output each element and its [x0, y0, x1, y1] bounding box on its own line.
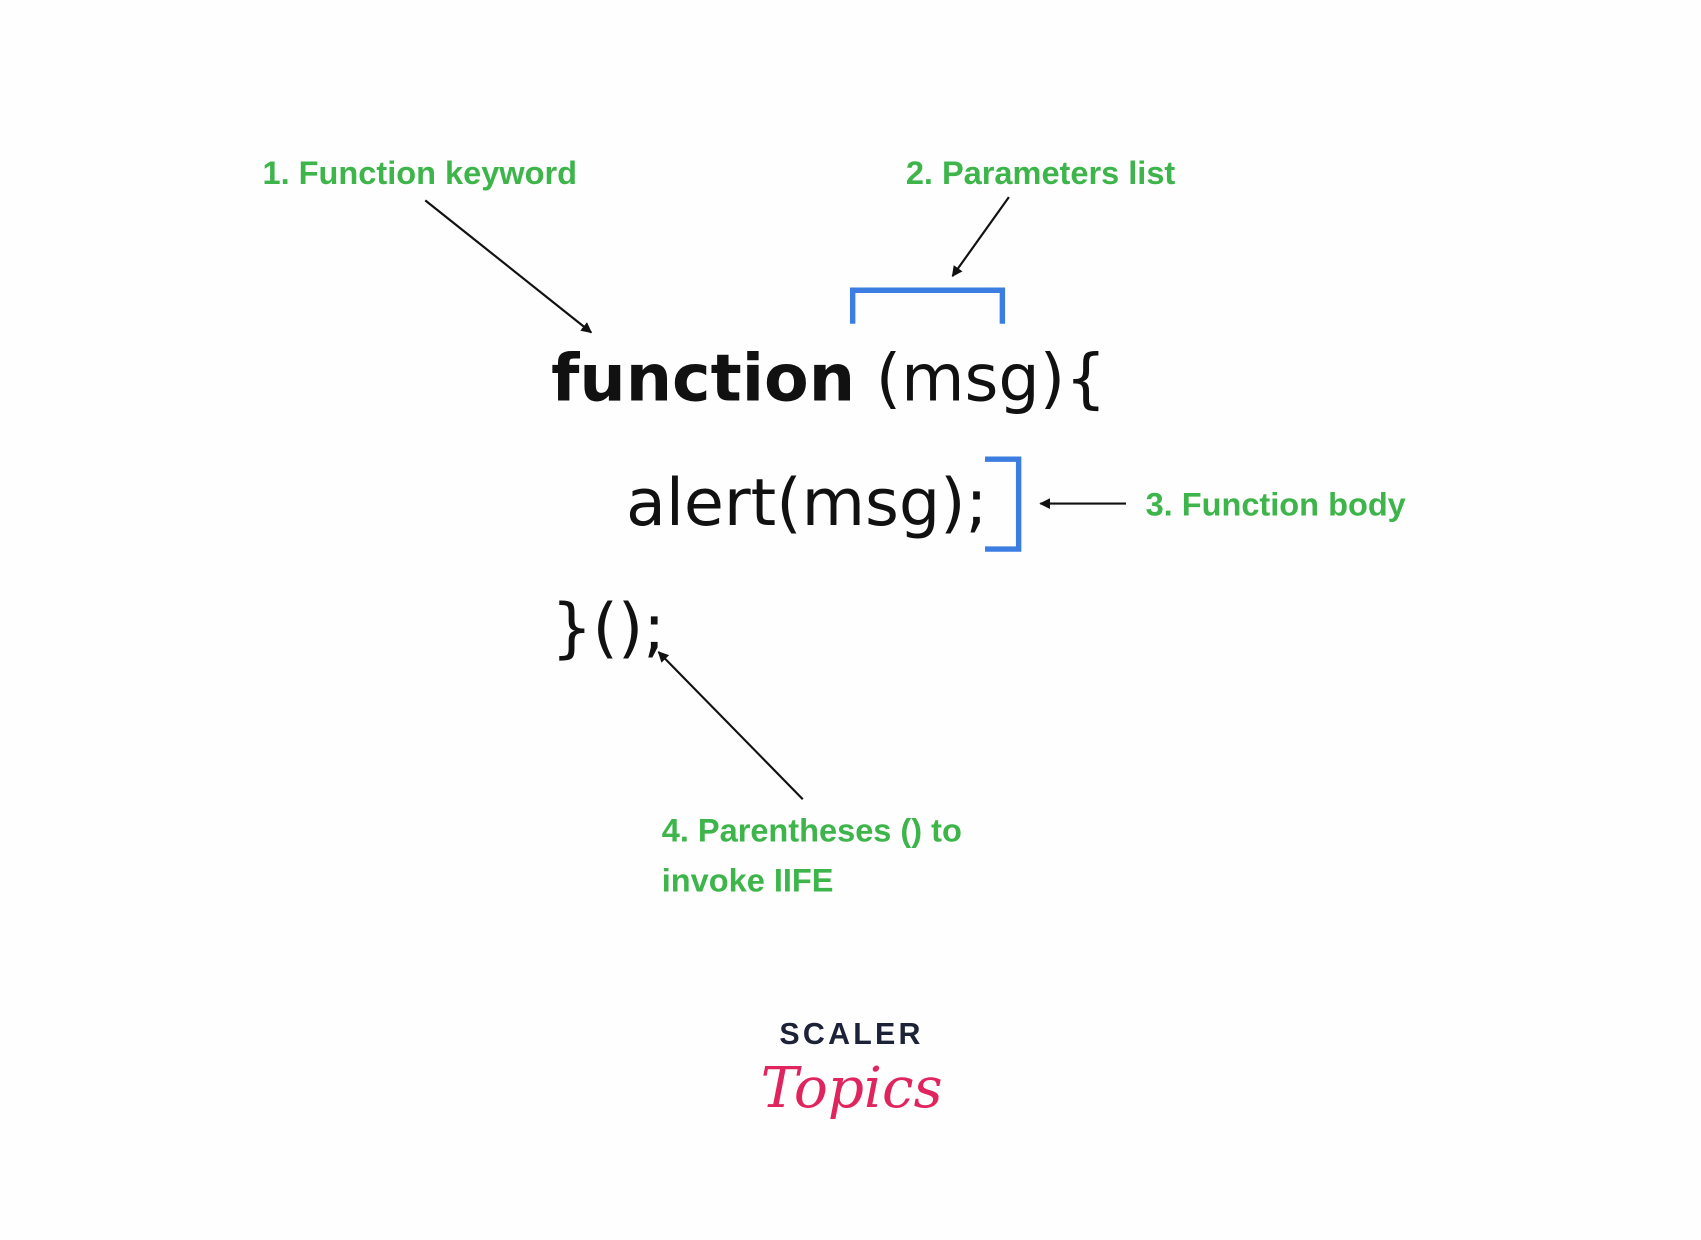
code-line-1: function (msg){	[551, 342, 1106, 417]
label-parameters-list: 2. Parameters list	[906, 155, 1176, 191]
logo-scaler: SCALER	[779, 1018, 923, 1051]
logo-topics: Topics	[761, 1056, 943, 1121]
params-bracket	[849, 287, 1006, 324]
label-invoke-line1: 4. Parentheses () to	[662, 812, 962, 848]
label-function-body: 3. Function body	[1146, 487, 1406, 523]
code-params: (msg){	[855, 342, 1106, 417]
arrow-keyword	[424, 199, 593, 334]
arrow-invoke	[657, 651, 804, 800]
scaler-topics-logo: SCALER Topics	[761, 1018, 943, 1121]
code-close: }();	[551, 591, 665, 666]
code-body: alert(msg);	[626, 466, 988, 541]
body-bracket	[985, 456, 1022, 552]
arrow-params	[951, 196, 1010, 278]
code-keyword: function	[551, 342, 855, 417]
label-function-keyword: 1. Function keyword	[263, 155, 577, 191]
label-invoke-line2: invoke IIFE	[662, 862, 834, 898]
